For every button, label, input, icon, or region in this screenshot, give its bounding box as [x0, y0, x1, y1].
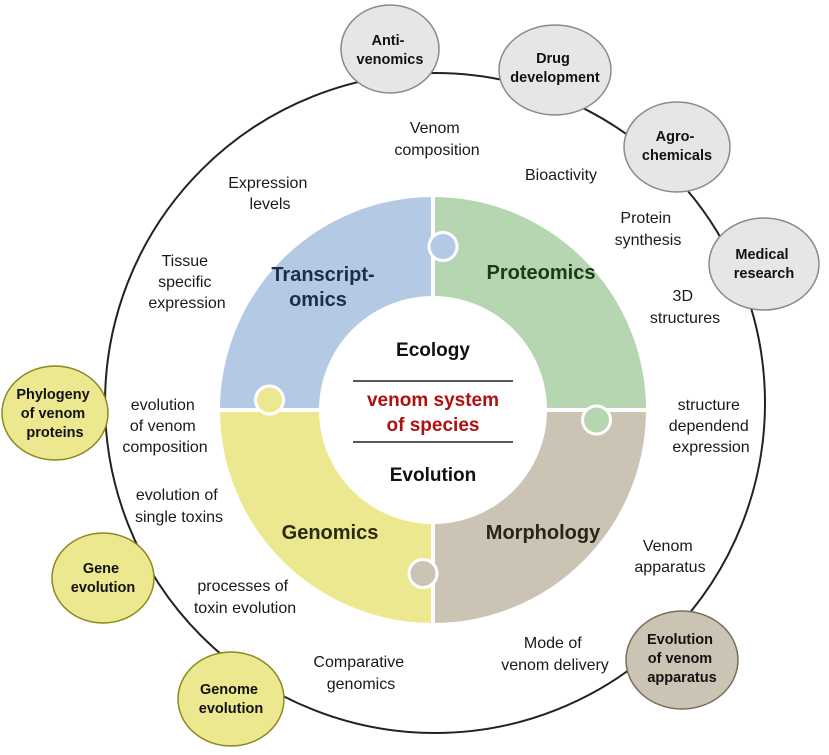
bubble-label: Gene evolution — [71, 561, 135, 596]
ring-labels: Venom composition Bioactivity Protein sy… — [122, 120, 754, 693]
ring-label-venom-composition: Venom composition — [394, 120, 479, 159]
bubble-anti-venomics: Anti- venomics — [340, 4, 440, 94]
ring-label-comparative-genomics: Comparative genomics — [313, 654, 408, 693]
bubble-shape — [623, 101, 731, 193]
bubble-label: Genome evolution — [199, 682, 263, 717]
puzzle-nub-transcriptomics — [427, 231, 459, 262]
bubble-phylogeny: Phylogeny of venom proteins — [1, 365, 109, 461]
bubble-shape — [625, 610, 739, 710]
quad-title-proteomics: Proteomics — [487, 262, 596, 284]
center-venom-system-2: of species — [387, 415, 480, 436]
puzzle-nub-morphology — [407, 558, 439, 589]
bubble-label: Medical research — [734, 247, 794, 282]
quad-title-genomics: Genomics — [282, 522, 379, 544]
puzzle-nub-genomics — [254, 384, 285, 416]
bubble-label: Phylogeny of venom proteins — [16, 387, 93, 441]
bubble-venom-apparatus-evolution: Evolution of venom apparatus — [625, 610, 739, 710]
puzzle-ring — [215, 192, 651, 628]
bubble-shape — [51, 532, 155, 624]
bubble-medical-research: Medical research — [708, 217, 820, 311]
bubble-shape — [177, 651, 285, 747]
bubble-label: Agro- chemicals — [642, 129, 712, 164]
ring-label-protein-synthesis: Protein synthesis — [615, 210, 682, 249]
bubble-label: Drug development — [510, 51, 600, 86]
bubble-shape — [708, 217, 820, 311]
bubble-gene-evolution: Gene evolution — [51, 532, 155, 624]
ring-label-evolution-single-toxins: evolution of single toxins — [135, 487, 223, 526]
ring-label-evolution-venom-composition: evolution of venom composition — [122, 397, 207, 456]
bubble-shape — [498, 24, 612, 116]
bubble-genome-evolution: Genome evolution — [177, 651, 285, 747]
ring-label-venom-apparatus: Venom apparatus — [634, 538, 705, 576]
quadrant-proteomics — [431, 192, 651, 412]
bubble-drug-development: Drug development — [498, 24, 612, 116]
center-ecology: Ecology — [396, 340, 470, 361]
ring-label-expression-levels: Expression levels — [228, 175, 312, 213]
quad-title-transcriptomics-2: omics — [289, 289, 347, 311]
center-evolution: Evolution — [390, 465, 477, 486]
bubble-label: Anti- venomics — [357, 33, 424, 68]
quadrant-genomics — [215, 408, 435, 628]
quad-title-morphology: Morphology — [486, 522, 601, 544]
center-venom-system-1: venom system — [367, 390, 499, 411]
bubble-label: Evolution of venom apparatus — [647, 632, 717, 686]
ring-label-processes-of-toxin-evolution: processes of toxin evolution — [194, 578, 296, 617]
bubble-agro-chemicals: Agro- chemicals — [623, 101, 731, 193]
quadrant-morphology — [431, 408, 651, 628]
ring-label-structure-dependend-expression: structure dependend expression — [669, 397, 754, 456]
ring-label-mode-of-venom-delivery: Mode of venom delivery — [501, 635, 609, 674]
ring-label-bioactivity: Bioactivity — [525, 167, 597, 184]
quad-title-transcriptomics-1: Transcript- — [271, 264, 374, 286]
ring-label-tissue-specific-expression: Tissue specific expression — [148, 253, 225, 312]
bubble-shape — [1, 365, 109, 461]
quadrant-transcriptomics — [215, 192, 435, 412]
bubble-shape — [340, 4, 440, 94]
bubbles: Anti- venomics Drug development Agro- ch… — [1, 4, 820, 747]
ring-label-3d-structures: 3D structures — [650, 288, 720, 327]
puzzle-nub-proteomics — [581, 404, 612, 436]
